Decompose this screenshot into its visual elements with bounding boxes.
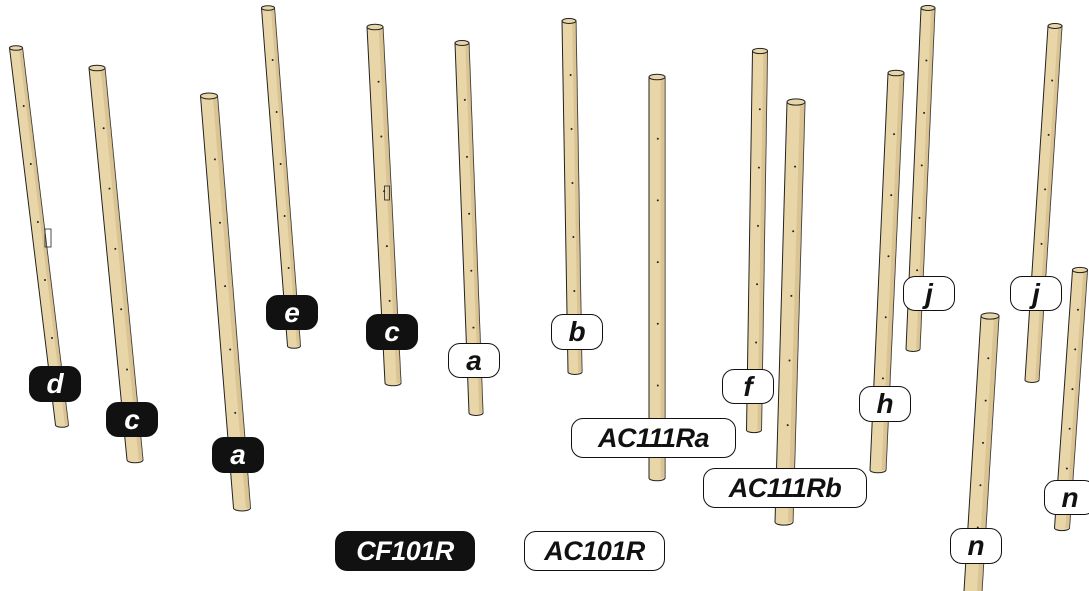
label-cf101r: CF101R	[335, 531, 475, 571]
label-h: h	[859, 386, 911, 422]
post-n-right	[1053, 266, 1089, 532]
label-e: e	[266, 295, 318, 330]
post-h	[869, 69, 905, 474]
label-ac111rb: AC111Rb	[703, 468, 867, 508]
post-n-middle	[963, 312, 1000, 591]
label-n-right: n	[1044, 480, 1089, 515]
label-ac101r: AC101R	[524, 531, 665, 571]
label-c-left: c	[106, 402, 158, 437]
post-c-left	[88, 64, 144, 464]
label-c-middle: c	[366, 314, 418, 350]
label-j-left: j	[903, 276, 955, 311]
post-a-middle	[454, 40, 484, 416]
post-slot-1	[44, 228, 52, 248]
label-f: f	[722, 369, 774, 404]
post-slot-2	[384, 185, 390, 201]
post-c-middle	[366, 23, 402, 387]
label-a-left: a	[212, 437, 264, 473]
post-j-right	[1024, 23, 1063, 383]
post-ac111ra	[648, 73, 666, 482]
label-a-middle: a	[448, 343, 500, 378]
label-ac111ra: AC111Ra	[571, 418, 736, 458]
post-a-left	[199, 92, 252, 512]
post-e	[260, 5, 302, 349]
label-d: d	[29, 366, 81, 402]
post-j-left	[905, 5, 936, 352]
post-b	[561, 18, 583, 375]
label-j-right: j	[1010, 276, 1062, 311]
post-f	[745, 47, 769, 434]
post-d	[8, 45, 70, 428]
label-b: b	[551, 314, 603, 350]
label-n-middle: n	[950, 528, 1002, 564]
post-ac111rb	[774, 98, 806, 526]
